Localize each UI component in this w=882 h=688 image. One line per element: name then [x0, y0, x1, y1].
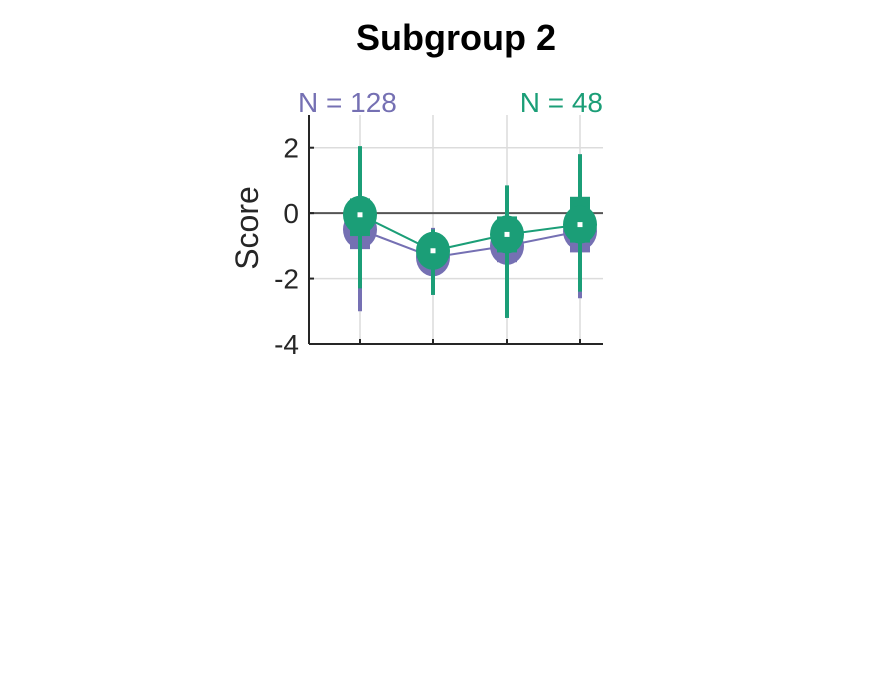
series-1	[343, 147, 597, 318]
median-marker-0	[357, 212, 363, 218]
n-label-series-1: N = 128	[298, 87, 397, 118]
series-line-1	[359, 228, 581, 259]
y-tick-label-1: -2	[274, 264, 299, 295]
y-tick-label-0: -4	[274, 329, 299, 360]
series-line-2	[359, 213, 581, 252]
median-marker-1	[430, 248, 436, 254]
n-label-series-2: N = 48	[520, 87, 603, 118]
chart-title: Subgroup 2	[356, 17, 556, 58]
series-2	[343, 146, 597, 318]
median-marker-2	[504, 231, 510, 237]
y-tick-label-3: 2	[283, 133, 299, 164]
y-tick-label-2: 0	[283, 198, 299, 229]
median-marker-3	[577, 222, 583, 228]
y-axis-label: Score	[229, 186, 265, 270]
